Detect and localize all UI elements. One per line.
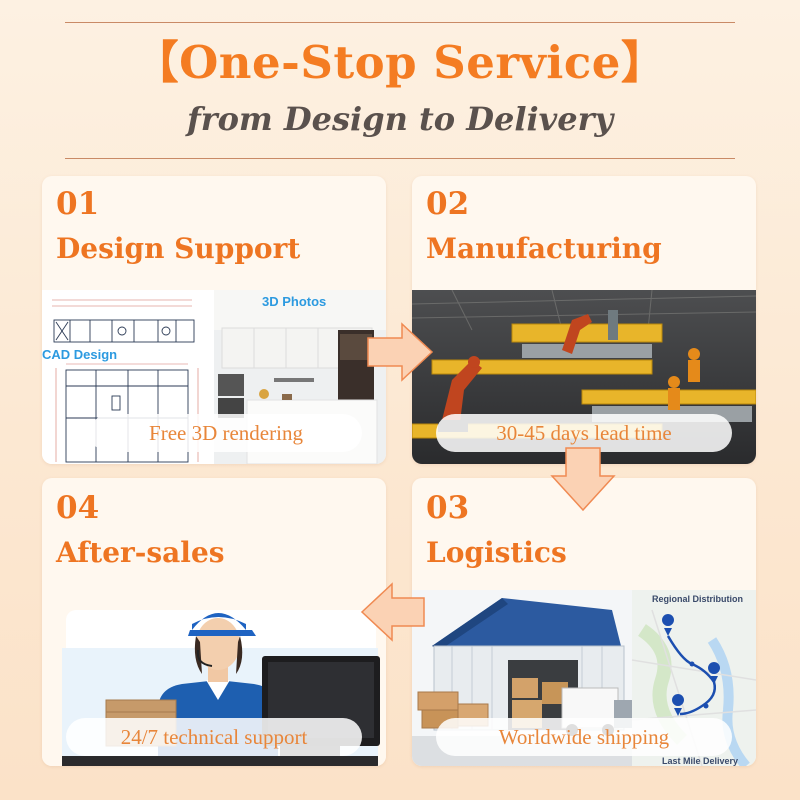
design-image: CAD Design 3D Photos Free 3D rendering bbox=[42, 290, 386, 464]
step-number: 01 bbox=[56, 186, 100, 222]
step-caption: 30-45 days lead time bbox=[436, 414, 732, 452]
page-title: 【One-Stop Service】 bbox=[133, 36, 667, 89]
arrow-left-icon bbox=[360, 582, 425, 642]
step-caption: Worldwide shipping bbox=[436, 718, 732, 756]
step-card-after-sales: 04 After-sales 24/7 technical support bbox=[42, 478, 386, 766]
step-caption: Free 3D rendering bbox=[90, 414, 362, 452]
step-title: Logistics bbox=[426, 536, 567, 569]
step-number: 02 bbox=[426, 186, 470, 222]
step-card-design: 01 Design Support bbox=[42, 176, 386, 464]
arrow-down-icon bbox=[550, 447, 616, 512]
map-footer-label: Last Mile Delivery bbox=[662, 756, 739, 766]
header-rule-top bbox=[65, 22, 735, 23]
step-title: After-sales bbox=[56, 536, 225, 569]
cad-design-label: CAD Design bbox=[42, 347, 118, 362]
step-number: 04 bbox=[56, 490, 100, 526]
step-number: 03 bbox=[426, 490, 470, 526]
page-subtitle: from Design to Delivery bbox=[186, 100, 614, 138]
factory-image: 30-45 days lead time bbox=[412, 290, 756, 464]
support-image: 24/7 technical support bbox=[42, 590, 386, 766]
step-title: Design Support bbox=[56, 232, 301, 265]
header-rule-bottom bbox=[65, 158, 735, 159]
step-card-logistics: 03 Logistics bbox=[412, 478, 756, 766]
step-card-manufacturing: 02 Manufacturing bbox=[412, 176, 756, 464]
3d-photos-label: 3D Photos bbox=[262, 294, 327, 309]
step-caption: 24/7 technical support bbox=[66, 718, 362, 756]
map-title-label: Regional Distribution bbox=[652, 594, 743, 604]
step-title: Manufacturing bbox=[426, 232, 662, 265]
logistics-image: Regional Distribution Last Mile Delivery… bbox=[412, 590, 756, 766]
arrow-right-icon bbox=[367, 322, 434, 382]
